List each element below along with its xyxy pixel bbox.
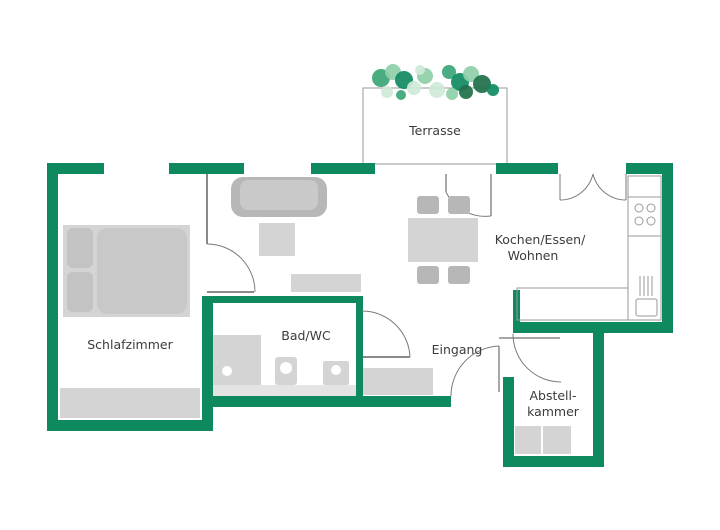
wall-left <box>47 163 58 431</box>
wall-bottom-bath <box>202 396 451 407</box>
shower <box>213 335 261 385</box>
pillow-bottom <box>67 272 93 312</box>
plant-leaf <box>459 85 473 99</box>
shower-drain <box>222 366 232 376</box>
door-kitchen-right-leaf <box>592 173 627 201</box>
entrance-cabinet <box>363 368 433 395</box>
bath-floor-strip <box>213 385 356 396</box>
kitchen-label-line2: Wohnen <box>508 248 559 263</box>
terrace-plants <box>372 64 499 100</box>
doors <box>206 173 627 397</box>
wall-top-living <box>311 163 375 174</box>
wall-storage-bottom <box>503 456 604 467</box>
storage-shelf-right <box>543 426 571 454</box>
partitions <box>206 174 560 392</box>
door-entrance-arc <box>450 345 500 397</box>
washbasin-bowl <box>331 365 341 375</box>
door-storage-arc <box>512 333 562 383</box>
chair-top-left <box>417 196 439 214</box>
hob-ring-4 <box>646 216 656 226</box>
wall-top-bedroom <box>169 163 244 174</box>
dining-table <box>408 218 478 262</box>
storage: Abstell- kammer <box>515 388 580 454</box>
wall-storage-right <box>593 322 604 467</box>
plant-leaf <box>415 65 425 75</box>
storage-label-line1: Abstell- <box>529 388 576 403</box>
toilet-bowl <box>280 362 292 374</box>
plant-leaf <box>396 90 406 100</box>
wall-right <box>662 163 673 333</box>
kitchen-counter-right <box>627 175 662 321</box>
bed-blanket <box>97 228 187 314</box>
dish-drainer <box>639 276 653 296</box>
hob-ring-3 <box>634 216 644 226</box>
coffee-table <box>259 223 295 256</box>
wall-top-left <box>47 163 104 174</box>
wall-bottom-bedroom <box>47 420 213 431</box>
bathroom-furniture: Bad/WC <box>213 328 356 396</box>
kitchen-counter-bottom <box>516 287 629 321</box>
wall-bedroom-bath <box>202 296 213 431</box>
wall-storage-left <box>503 377 514 467</box>
entrance-label: Eingang <box>432 342 483 357</box>
plant-leaf <box>442 65 456 79</box>
wall-top-right <box>626 163 673 174</box>
pillow-top <box>67 228 93 268</box>
plant-leaf <box>463 66 479 82</box>
door-bedroom-arc <box>206 243 256 293</box>
entrance: Eingang <box>363 342 482 395</box>
plant-leaf <box>429 82 445 98</box>
kitchen-label-line1: Kochen/Essen/ <box>495 232 586 247</box>
door-kitchen-left-leaf <box>559 173 594 201</box>
chair-top-right <box>448 196 470 214</box>
sink <box>635 298 658 317</box>
hob-ring-1 <box>634 203 644 213</box>
kitchen-furniture <box>516 175 662 321</box>
sofa-cushion <box>240 180 318 210</box>
wall-bath-top <box>202 296 360 303</box>
tv-sideboard <box>291 274 361 292</box>
chair-bottom-left <box>417 266 439 284</box>
wall-top-kitchen <box>496 163 558 174</box>
wall-bath-right <box>356 296 363 399</box>
plant-leaf <box>473 75 491 93</box>
living-furniture: Kochen/Essen/ Wohnen <box>231 177 586 292</box>
plant-leaf <box>381 86 393 98</box>
plant-leaf <box>407 81 421 95</box>
chair-bottom-right <box>448 266 470 284</box>
plant-leaf <box>487 84 499 96</box>
wardrobe <box>60 388 200 418</box>
terrace-label: Terrasse <box>408 123 461 138</box>
bedroom-furniture: Schlafzimmer <box>60 225 200 418</box>
bedroom-label: Schlafzimmer <box>87 337 173 352</box>
door-bath-arc <box>361 310 411 358</box>
storage-label-line2: kammer <box>527 404 580 419</box>
plant-leaf <box>446 88 458 100</box>
hob-ring-2 <box>646 203 656 213</box>
bathroom-label: Bad/WC <box>281 328 331 343</box>
terrace: Terrasse <box>362 64 508 165</box>
storage-shelf-left <box>515 426 541 454</box>
